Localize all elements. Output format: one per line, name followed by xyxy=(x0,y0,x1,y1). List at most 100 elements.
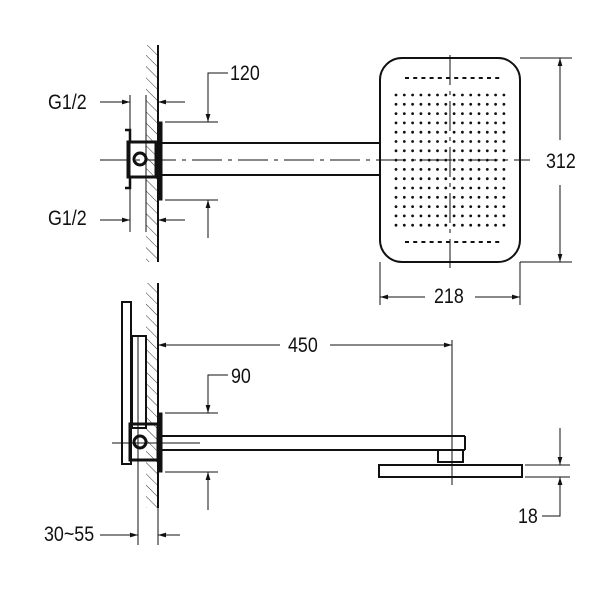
nozzle-dot xyxy=(502,223,506,227)
nozzle-dot xyxy=(444,195,448,199)
nozzle-slot xyxy=(446,241,450,243)
nozzle-dot xyxy=(461,205,464,209)
nozzle-dot xyxy=(427,177,431,181)
nozzle-dot xyxy=(485,149,489,153)
nozzle-dot xyxy=(477,214,481,218)
nozzle-dot xyxy=(419,130,423,134)
nozzle-slot xyxy=(446,77,450,79)
nozzle-dot xyxy=(402,130,406,134)
nozzle-dot xyxy=(469,195,473,199)
nozzle-dot xyxy=(461,195,464,199)
nozzle-dot xyxy=(394,214,398,218)
nozzle-dot xyxy=(444,186,448,190)
nozzle-dot xyxy=(427,102,431,106)
nozzle-dot xyxy=(436,186,439,190)
nozzle-dot xyxy=(394,93,398,97)
nozzle-dot xyxy=(452,93,456,97)
nozzle-dot xyxy=(485,195,489,199)
dim-head-width: 218 xyxy=(434,285,464,308)
nozzle-dot xyxy=(436,121,439,125)
nozzle-slot xyxy=(429,241,434,243)
nozzle-dot xyxy=(485,93,489,97)
dim-inlet-bottom: G1/2 xyxy=(48,207,87,230)
nozzle-dot xyxy=(485,168,489,171)
nozzle-dot xyxy=(502,102,506,106)
nozzle-dot xyxy=(402,186,406,190)
nozzle-dot xyxy=(452,214,456,218)
nozzle-dot xyxy=(394,186,398,190)
nozzle-dot xyxy=(452,112,456,115)
nozzle-dot xyxy=(436,112,439,115)
nozzle-dot xyxy=(452,195,456,199)
nozzle-dot xyxy=(485,186,489,190)
nozzle-dot xyxy=(477,112,481,115)
dim-head-thickness: 18 xyxy=(518,505,538,528)
nozzle-dot xyxy=(427,223,431,227)
nozzle-slot xyxy=(421,241,426,243)
nozzle-dot xyxy=(469,186,473,190)
nozzle-dot xyxy=(485,102,489,106)
nozzle-dot xyxy=(402,223,406,227)
dim-arm-length: 450 xyxy=(288,334,318,357)
nozzle-dot xyxy=(452,130,456,134)
nozzle-slot xyxy=(478,241,483,243)
nozzle-dot xyxy=(402,112,406,115)
nozzle-dot xyxy=(427,205,431,209)
nozzle-dot xyxy=(477,177,481,181)
nozzle-dot xyxy=(502,93,506,97)
nozzle-dot xyxy=(502,195,506,199)
nozzle-dot xyxy=(419,214,423,218)
nozzle-dot xyxy=(427,112,431,115)
nozzle-dot xyxy=(402,102,406,106)
nozzle-dot xyxy=(411,223,414,227)
nozzle-dot xyxy=(494,168,497,171)
nozzle-dot xyxy=(461,112,464,115)
nozzle-dot xyxy=(485,177,489,181)
nozzle-dot xyxy=(494,177,497,181)
nozzle-slot xyxy=(421,77,426,79)
nozzle-dot xyxy=(427,186,431,190)
arm-top xyxy=(100,142,530,176)
nozzle-dot xyxy=(436,102,439,106)
nozzle-slot xyxy=(462,241,467,243)
nozzle-dot xyxy=(411,195,414,199)
nozzle-dot xyxy=(494,158,497,162)
nozzle-dot xyxy=(461,140,464,143)
nozzle-dot xyxy=(444,149,448,153)
nozzle-dot xyxy=(494,149,497,153)
dim-wall-depth: 30~55 xyxy=(44,523,95,546)
nozzle-dot xyxy=(419,223,423,227)
nozzle-dot xyxy=(427,149,431,153)
nozzle-dot xyxy=(502,158,506,162)
nozzle-dot xyxy=(436,149,439,153)
nozzle-dot xyxy=(444,205,448,209)
nozzle-dot xyxy=(436,195,439,199)
nozzle-dot xyxy=(452,102,456,106)
nozzle-dot xyxy=(411,214,414,218)
nozzle-dot xyxy=(427,158,431,162)
nozzle-dot xyxy=(469,149,473,153)
nozzle-dot xyxy=(427,121,431,125)
nozzle-dot xyxy=(419,168,423,171)
dim-flange-side: 90 xyxy=(231,365,251,388)
nozzle-dot xyxy=(461,223,464,227)
nozzle-dot xyxy=(419,140,423,143)
nozzle-dot xyxy=(494,186,497,190)
nozzle-dot xyxy=(494,130,497,134)
nozzle-dot xyxy=(502,112,506,115)
nozzle-dot xyxy=(485,158,489,162)
nozzle-dot xyxy=(444,168,448,171)
nozzle-dot xyxy=(419,195,423,199)
nozzle-dot xyxy=(394,140,398,143)
nozzle-dot xyxy=(444,177,448,181)
shower-head-top xyxy=(379,55,521,268)
nozzle-slot xyxy=(437,77,442,79)
nozzle-slot xyxy=(478,77,483,79)
nozzle-dot xyxy=(461,149,464,153)
nozzle-dot xyxy=(436,140,439,143)
nozzle-dot xyxy=(461,102,464,106)
nozzle-dot xyxy=(394,112,398,115)
nozzle-dot xyxy=(394,121,398,125)
nozzle-dot xyxy=(469,214,473,218)
nozzle-dot xyxy=(477,168,481,171)
